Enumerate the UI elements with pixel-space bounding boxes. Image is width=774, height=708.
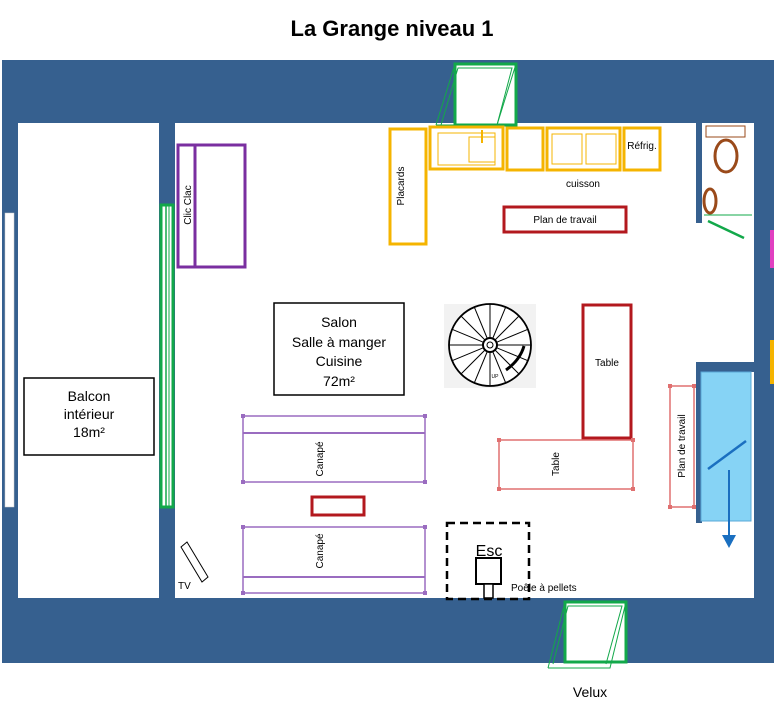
wc-area	[696, 123, 774, 384]
cuisine-name: Cuisine	[316, 353, 363, 369]
fridge	[622, 126, 662, 172]
stair-step	[496, 347, 529, 362]
stair-up-label: UP	[492, 374, 500, 380]
clic-clac-sofa-bed	[176, 143, 247, 269]
salle-a-manger-name: Salle à manger	[292, 334, 387, 350]
cooktop-unit	[545, 126, 622, 172]
stair-step	[496, 328, 529, 343]
kitchen-table	[497, 438, 635, 491]
coffee-table	[310, 495, 366, 517]
stair-step	[473, 351, 488, 384]
tv-label: TV	[178, 581, 191, 592]
clic-clac-label: Clic Clac	[183, 185, 194, 224]
dining-table	[581, 303, 633, 440]
stair-step	[473, 306, 488, 339]
kitchen-sink-unit	[428, 125, 505, 171]
tv	[180, 541, 209, 583]
dining-table-label: Table	[595, 358, 619, 369]
sofa-2	[241, 525, 427, 595]
kitchen-table-label: Table	[551, 452, 562, 476]
pellet-stove-label: Poêle à pellets	[511, 583, 577, 594]
left-window	[4, 212, 15, 508]
plan-title: La Grange niveau 1	[291, 16, 494, 41]
velux-label: Velux	[573, 684, 607, 700]
sofa-2-label: Canapé	[315, 533, 326, 568]
stair-step	[460, 315, 486, 341]
spiral-staircase	[444, 303, 536, 388]
balcony-area: 18m²	[73, 424, 105, 440]
partition-window	[159, 203, 175, 509]
sofa-1	[241, 414, 427, 484]
salon-area: 72m²	[323, 373, 355, 389]
worktop-top	[502, 205, 628, 234]
balcony-subname: intérieur	[64, 406, 115, 422]
pellet-stove	[475, 557, 502, 599]
bottom-velux-window	[547, 600, 628, 669]
worktop-right-label: Plan de travail	[677, 414, 688, 477]
stair-step	[451, 347, 484, 362]
stair-step	[451, 328, 484, 343]
stair-step	[492, 306, 507, 339]
placards	[388, 127, 428, 246]
shower	[696, 362, 754, 548]
worktop-top-label: Plan de travail	[533, 215, 596, 226]
balcony-label-box	[23, 377, 155, 456]
kitchen-unit	[505, 126, 545, 172]
sofa-1-label: Canapé	[315, 441, 326, 476]
stair-step	[460, 349, 486, 375]
placards-label: Placards	[396, 167, 407, 206]
stair-step	[492, 351, 507, 384]
salon-name: Salon	[321, 314, 357, 330]
stair-step	[494, 315, 520, 341]
stair-step	[494, 349, 520, 375]
stair-opening-esc	[445, 521, 531, 601]
balcony-floor	[18, 123, 159, 598]
top-velux-window	[435, 62, 518, 127]
cuisson-label: cuisson	[566, 179, 600, 190]
fridge-label: Réfrig.	[627, 141, 656, 152]
balcony-name: Balcon	[68, 388, 111, 404]
worktop-right	[668, 384, 696, 509]
salon-label-box	[273, 302, 405, 396]
esc-label: Esc	[476, 543, 503, 560]
